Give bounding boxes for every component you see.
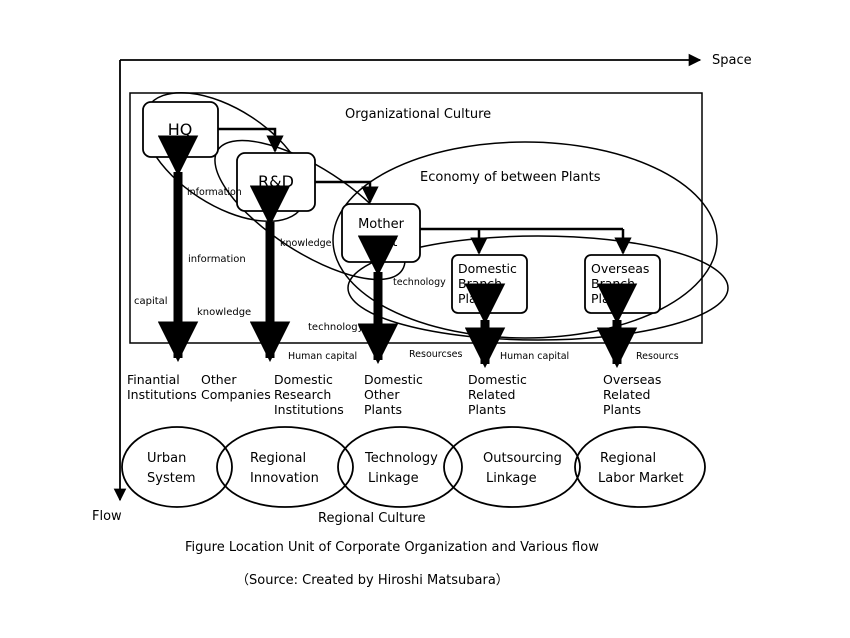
technology-linkage-label-2: Linkage <box>368 471 419 486</box>
resources-label-2: Resourcs <box>636 351 679 362</box>
financial-institutions-2: Institutions <box>127 387 197 402</box>
domestic-branch-plant-node: Domestic Branch Plant <box>451 254 528 314</box>
domestic-research-2: Research <box>274 387 331 402</box>
regional-ellipses <box>121 426 706 508</box>
outsourcing-linkage-ellipse <box>443 426 581 508</box>
outsourcing-label-2: Linkage <box>486 471 537 486</box>
figure-caption: Figure Location Unit of Corporate Organi… <box>185 540 599 555</box>
domestic-research-3: Institutions <box>274 402 344 417</box>
domestic-branch-label-3: Plant <box>458 291 490 306</box>
figure-source: （Source: Created by Hiroshi Matsubara） <box>236 573 509 588</box>
capital-label: capital <box>134 296 168 307</box>
hq-label: HQ <box>168 120 193 139</box>
domestic-related-plants-1: Domestic <box>468 372 527 387</box>
technology-label-2: technology <box>308 322 364 333</box>
domestic-research-1: Domestic <box>274 372 333 387</box>
mother-plant-label-1: Mother <box>358 217 405 232</box>
domestic-related-plants-2: Related <box>468 387 515 402</box>
financial-institutions-1: Finantial <box>127 372 180 387</box>
organizational-culture-label: Organizational Culture <box>345 107 491 122</box>
urban-system-ellipse <box>121 426 233 508</box>
domestic-other-plants-3: Plants <box>364 402 402 417</box>
urban-label-2: System <box>147 471 195 486</box>
technology-linkage-label-1: Technology <box>364 451 438 466</box>
innovation-label-1: Regional <box>250 451 306 466</box>
innovation-label-2: Innovation <box>250 471 319 486</box>
overseas-related-plants-1: Overseas <box>603 372 661 387</box>
overseas-related-plants-2: Related <box>603 387 650 402</box>
resources-label-1: Resourcses <box>409 349 463 360</box>
rd-node: R&D <box>236 152 316 212</box>
regional-innovation-ellipse <box>216 426 354 508</box>
flow-axis-label: Flow <box>92 509 122 524</box>
organization-frame <box>129 92 703 344</box>
knowledge-label-2: knowledge <box>280 238 332 249</box>
domestic-branch-label-2: Branch <box>458 276 502 291</box>
domestic-branch-label-1: Domestic <box>458 261 517 276</box>
flow-arrows <box>157 135 638 369</box>
domestic-other-plants-1: Domestic <box>364 372 423 387</box>
regional-labor-market-ellipse <box>574 426 706 508</box>
mother-plant-label-2: Plant <box>365 235 398 250</box>
overseas-branch-label-2: Branch <box>591 276 635 291</box>
overseas-branch-plant-node: Overseas Branch Plant <box>584 254 661 314</box>
labor-label-1: Regional <box>600 451 656 466</box>
hq-to-rd-arrow <box>218 127 284 153</box>
flow-labels: information information capital knowledg… <box>134 187 679 362</box>
knowledge-label-1: knowledge <box>197 307 251 318</box>
regional-culture-label: Regional Culture <box>318 511 426 526</box>
space-axis-label: Space <box>712 53 752 68</box>
overseas-related-plants-3: Plants <box>603 402 641 417</box>
hq-node: HQ <box>142 101 219 158</box>
human-capital-label-2: Human capital <box>500 351 569 362</box>
technology-linkage-ellipse <box>337 426 463 508</box>
economy-between-plants-label: Economy of between Plants <box>420 170 601 185</box>
domestic-related-plants-3: Plants <box>468 402 506 417</box>
branch-plants-ellipse <box>347 235 729 341</box>
other-companies-2: Companies <box>201 387 271 402</box>
regional-labels: Urban System Regional Innovation Technol… <box>147 451 684 486</box>
overseas-branch-label-3: Plant <box>591 291 623 306</box>
rd-label: R&D <box>258 172 294 191</box>
economy-between-plants-ellipse <box>332 141 718 339</box>
overseas-branch-label-1: Overseas <box>591 261 649 276</box>
mother-to-domestic-arrow <box>420 227 623 253</box>
information-label-2: information <box>188 254 246 265</box>
information-label-1: information <box>187 187 242 198</box>
labor-label-2: Labor Market <box>598 471 684 486</box>
internal-arrows <box>218 127 632 253</box>
external-entities: Finantial Institutions Other Companies D… <box>127 372 661 417</box>
mother-plant-node: Mother Plant <box>341 203 421 263</box>
other-companies-1: Other <box>201 372 237 387</box>
technology-label-1: technology <box>393 277 446 288</box>
domestic-other-plants-2: Other <box>364 387 400 402</box>
human-capital-label-1: Human capital <box>288 351 357 362</box>
outsourcing-label-1: Outsourcing <box>483 451 562 466</box>
rd-to-mother-arrow <box>315 180 379 204</box>
axes: Space Flow <box>92 53 752 524</box>
urban-label-1: Urban <box>147 451 186 466</box>
